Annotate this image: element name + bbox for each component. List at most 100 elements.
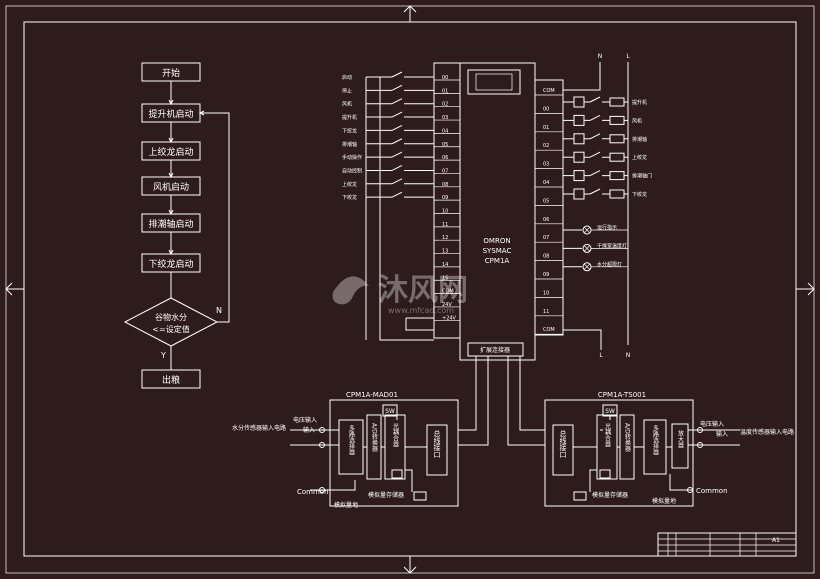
output-load [609,115,625,125]
watermark-logo-icon [332,276,369,305]
plc-body-center [459,62,536,361]
plc-input-terminal: 11 [442,222,448,228]
module-left-input-sub: 电压输入 [293,416,317,424]
module-right-bottom-1: 模拟量存储器 [592,491,628,499]
input-device-label: 排潮轴 [342,141,357,148]
plc-output-terminal: 10 [543,290,549,296]
plc-input-terminal: 05 [442,142,448,148]
module-left-block-4 [426,424,448,476]
plc-input-terminal: 06 [442,155,448,161]
plc-output-terminal: 02 [543,143,549,149]
plc-body-right [534,79,564,336]
plc-input-terminal: 04 [442,128,448,134]
flow-step-label: 开始 [162,67,180,79]
relay-contact [584,170,610,177]
plc-input-terminal: 03 [442,115,448,121]
output-device-label: 提升机 [632,99,647,106]
plc-output-terminal: 08 [543,254,549,260]
plc-output-terminal: COM [543,327,555,333]
plc-input-terminal: 09 [442,195,448,201]
plc-input-terminal: 24V [442,302,452,308]
output-device-label: 排潮轴 [632,136,647,143]
flow-arrowhead [168,209,174,216]
module-left-title: CPM1A-MAD01 [346,391,398,399]
title-block-sheet: A1 [772,537,780,544]
flow-yes-label: Y [160,351,166,360]
plc-model: CPM1A [485,257,510,265]
input-device-label: 自动控制 [342,167,362,174]
module-wire [669,474,693,491]
module-right-bottom-2: 模拟量地 [652,497,676,505]
input-terminal-circle [319,427,325,433]
plc-output-terminal: 04 [543,180,549,186]
flow-arrowhead [198,110,205,116]
input-terminal-circle [687,487,693,493]
module-left-block-label-3: 光耦合器 [392,422,399,448]
flow-step-label: 上绞龙启动 [148,146,193,158]
title-block-frame [657,532,797,557]
expansion-connector-label: 扩展连接器 [480,346,510,354]
plc-port-inner [475,73,513,91]
module-right-block-label-5: 放大器 [677,429,684,449]
power-rail [563,62,629,345]
plc-input-terminal: 15 [442,275,448,281]
relay-contact [584,151,610,158]
plc-output-terminal: COM [543,88,555,94]
input-switch [366,71,434,78]
flow-arrowhead [168,172,174,179]
module-left-block-label-2: A/D转换器 [371,423,378,453]
output-device-label: 下绞龙 [632,191,647,198]
input-device-label: 风机 [342,101,352,108]
relay-contact [584,96,610,103]
flow-arrowhead [168,137,174,144]
title-block-grid [658,533,796,556]
module-right-block-label-4: 多路选择器 [652,424,659,456]
indicator-label: 水分超限灯 [597,261,622,268]
input-terminal-circle [319,442,325,448]
center-mark-right [796,282,815,296]
input-common-bus [379,77,434,341]
flow-decision-diamond [123,297,219,347]
module-left-block-label-4: 总线接口 [433,429,441,458]
plc-input-terminal: +24V [442,315,457,321]
input-terminal-circle [697,442,703,448]
flow-end-box [141,369,201,389]
expansion-bus [458,356,545,446]
output-load [609,134,625,144]
input-switch [366,165,434,171]
lamp-cross [583,226,628,234]
power-top-n: N [598,53,603,60]
plc-output-terminal: 11 [543,309,549,315]
module-right-input-sub: 电压输入 [700,420,724,428]
flow-step-label: 下绞龙启动 [148,258,193,270]
flow-arrowhead [168,99,174,106]
input-switch [366,111,434,118]
module-right-block-label-1: 总线接口 [559,429,567,458]
module-wire [589,469,597,492]
plc-input-terminal: 08 [442,182,448,188]
module-left-bottom-2: 模拟量存储器 [368,491,404,499]
input-switch [366,138,434,145]
plc-input-terminal: 01 [442,88,448,94]
module-left-block-label-1: 多路选择器 [348,424,355,456]
center-mark-top [403,5,417,22]
plc-output-terminal: 05 [543,198,549,204]
plc-input-terminal: 10 [442,209,448,215]
input-device-label: 停止 [342,87,352,94]
module-left-input-label: 水分传感器输入电路 [232,424,286,432]
input-device-label: 下绞龙 [342,194,357,201]
relay-coil [573,188,585,200]
plc-output-terminal: 00 [543,106,549,112]
module-left-frame [329,399,459,507]
output-device-label: 上绞龙 [632,154,647,161]
module-right-sub-input: 输入 [716,430,728,438]
output-load [609,152,625,162]
input-switch [366,124,434,131]
relay-coil [573,151,585,163]
plc-output-terminal: 09 [543,272,549,278]
power-rail [563,329,602,350]
plc-output-terminal: 07 [543,235,549,241]
flow-step-label: 提升机启动 [148,108,193,120]
output-load [609,189,625,199]
output-device-label: 风机 [632,117,642,124]
